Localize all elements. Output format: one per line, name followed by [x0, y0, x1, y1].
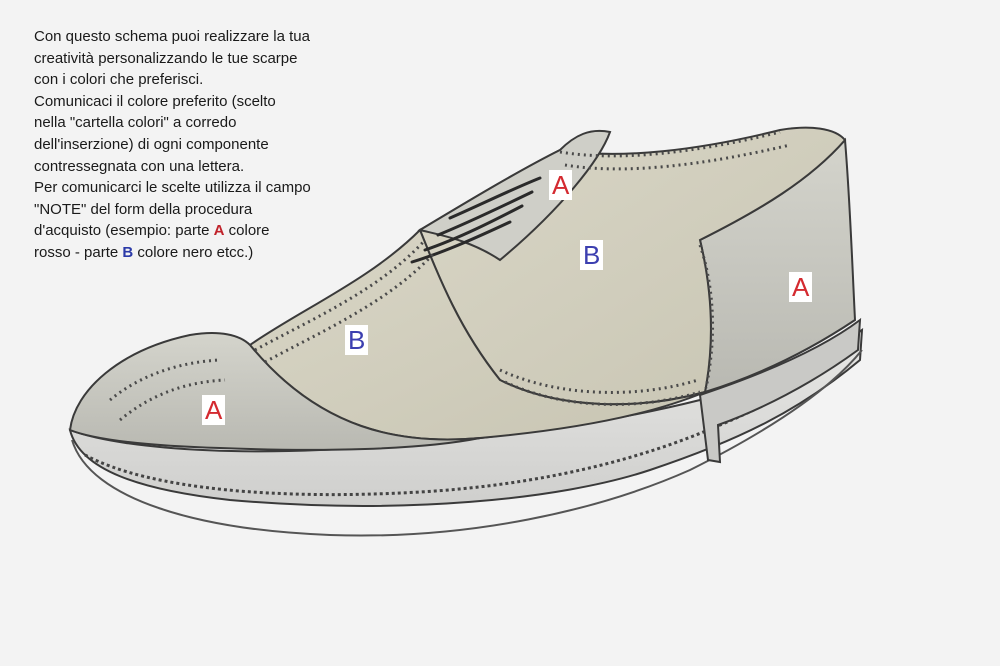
instructions-line: "NOTE" del form della procedura [34, 200, 253, 218]
example-text-a: colore [224, 222, 270, 240]
instructions-line: d'acquisto (esempio: parte [34, 222, 214, 240]
instructions-line: Comunicaci il colore preferito (scelto [34, 92, 276, 110]
shoe-sole-edge [71, 349, 863, 537]
instructions-line: Per comunicarci le scelte utilizza il ca… [34, 179, 311, 197]
toe-cap [68, 332, 481, 451]
instructions-line: dell'inserzione) di ogni componente [34, 135, 269, 153]
instructions-line: Con questo schema puoi realizzare la tua [34, 28, 310, 45]
part-label-toe-cap: A [202, 395, 226, 425]
example-part-a: A [213, 222, 225, 240]
part-label-heel-counter: A [789, 272, 813, 302]
shoe-tongue [417, 130, 612, 262]
brogue-perforations [109, 130, 791, 422]
instructions-example-line-1: d'acquisto (esempio: parte A colore [34, 220, 374, 242]
instructions-example-line-2: rosso - parte B colore nero etcc.) [34, 242, 374, 264]
example-suffix: colore nero etcc.) [133, 243, 254, 261]
example-prefix: rosso - parte [34, 243, 123, 261]
instructions-line: contressegnata con una lettera. [34, 157, 245, 175]
part-label-vamp-top: A [549, 170, 573, 200]
shoe-laces [410, 176, 542, 264]
instructions-line: con i colori che preferisci. [34, 71, 204, 89]
instructions-line: nella "cartella colori" a corredo [34, 114, 237, 132]
part-label-vamp-side: B [345, 325, 369, 355]
part-label-quarter-upper: B [580, 240, 604, 270]
example-part-b: B [122, 243, 134, 261]
instructions-text: Con questo schema puoi realizzare la tua… [34, 26, 374, 264]
shoe-heel [698, 317, 862, 464]
instructions-line: creatività personalizzando le tue scarpe [34, 49, 298, 67]
